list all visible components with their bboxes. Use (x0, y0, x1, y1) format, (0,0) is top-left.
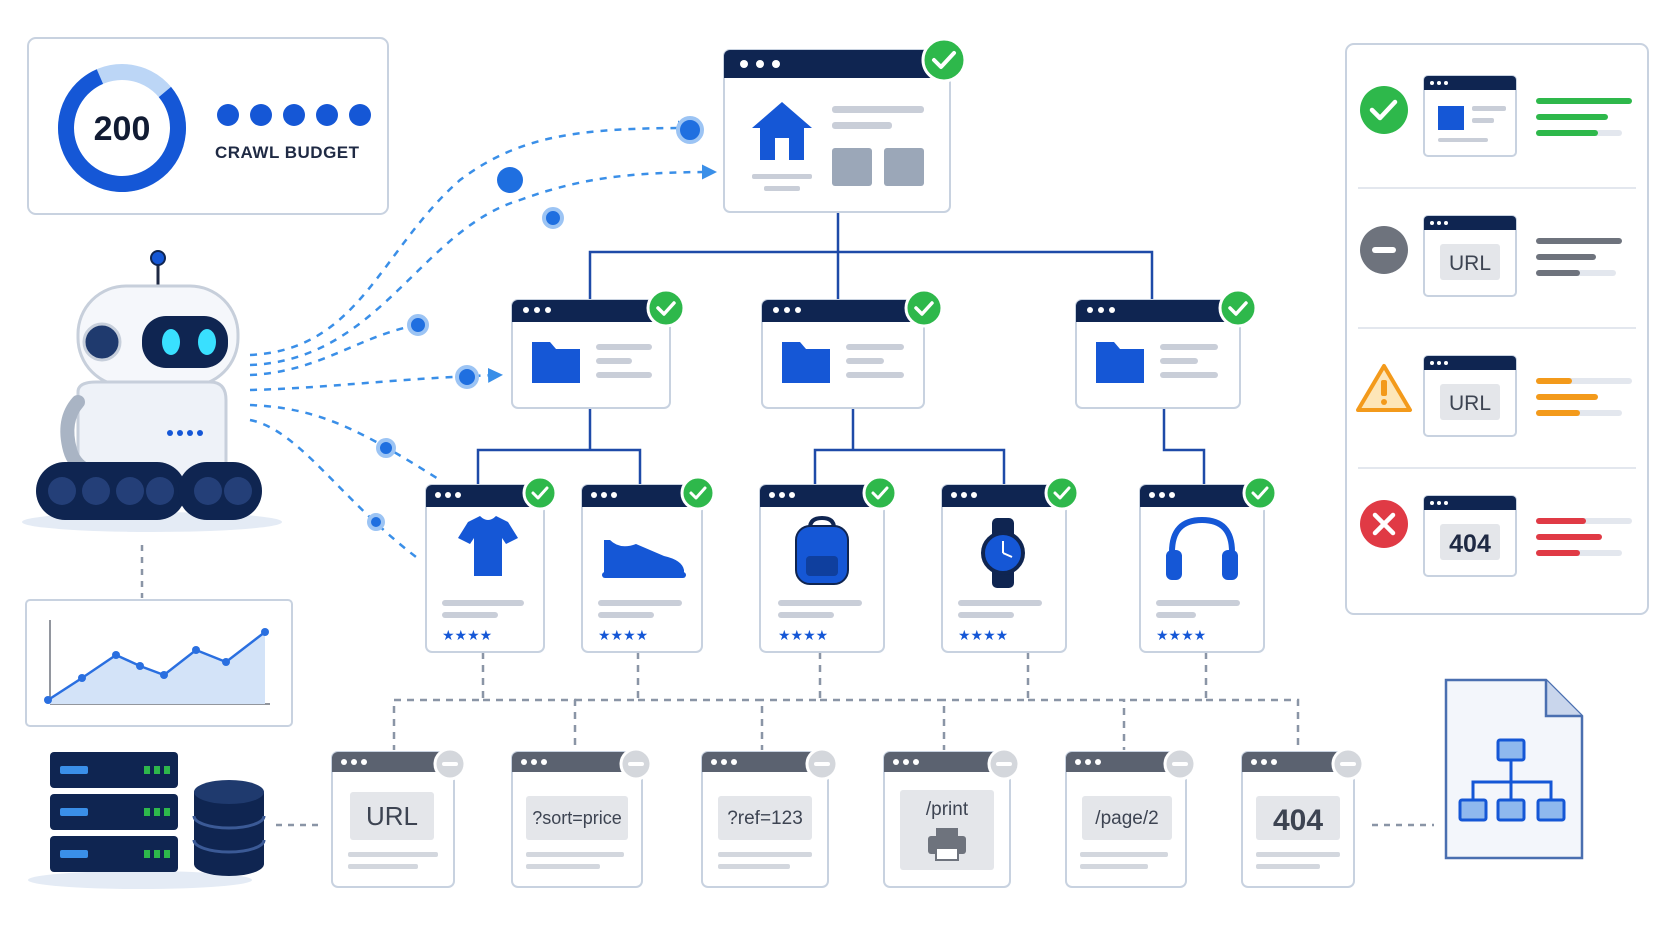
check-circle-icon (646, 288, 686, 328)
low-value-page-ref[interactable]: ?ref=123 (701, 747, 839, 888)
minus-circle-icon (805, 747, 839, 781)
product-page-sneaker[interactable]: ★★★★ (581, 475, 716, 653)
crawl-budget-value: 200 (94, 110, 151, 148)
legend-row-excluded: URL (1360, 215, 1622, 297)
product-page-headphones[interactable]: ★★★★ (1139, 475, 1278, 653)
low-value-page-label: URL (366, 801, 418, 831)
low-value-page-sort[interactable]: ?sort=price (511, 747, 653, 888)
low-value-page-pagination[interactable]: /page/2 (1065, 747, 1197, 888)
folder-icon (532, 342, 580, 383)
minus-circle-icon (1360, 226, 1408, 274)
rating-stars: ★★★★ (598, 627, 648, 643)
tree-connectors (476, 212, 1206, 485)
minus-circle-icon (433, 747, 467, 781)
product-page-tshirt[interactable]: ★★★★ (425, 475, 558, 653)
legend-row-indexed (1360, 75, 1632, 157)
low-value-page-label: ?ref=123 (727, 808, 803, 829)
check-circle-icon (904, 288, 944, 328)
check-circle-icon (522, 475, 558, 511)
headphones-icon (1166, 516, 1238, 580)
crawl-budget-label: CRAWL BUDGET (215, 143, 360, 162)
category-page-3[interactable] (1075, 288, 1258, 409)
minus-circle-icon (619, 747, 653, 781)
crawl-budget-card: 200 CRAWL BUDGET (27, 37, 389, 215)
server-rack (28, 752, 252, 889)
legend-page-label: 404 (1449, 530, 1491, 558)
rating-stars: ★★★★ (958, 627, 1008, 643)
watch-icon (981, 518, 1025, 588)
legend-row-warning: URL (1356, 355, 1632, 437)
home-page-card[interactable] (723, 37, 967, 213)
legend-page-label: URL (1449, 252, 1491, 275)
folder-icon (782, 342, 830, 383)
low-value-page-label: /page/2 (1095, 808, 1158, 829)
check-circle-icon (1044, 475, 1080, 511)
home-icon (752, 102, 812, 160)
sneaker-icon (602, 540, 686, 578)
minus-circle-icon (987, 747, 1021, 781)
low-value-page-url[interactable]: URL (331, 747, 467, 888)
crawl-budget-dots (217, 104, 371, 126)
product-page-backpack[interactable]: ★★★★ (759, 475, 898, 653)
warning-triangle-icon (1356, 364, 1412, 412)
check-circle-icon (1360, 86, 1408, 134)
check-circle-icon (1218, 288, 1258, 328)
folder-icon (1096, 342, 1144, 383)
category-page-2[interactable] (761, 288, 944, 409)
check-circle-icon (862, 475, 898, 511)
check-circle-icon (921, 37, 967, 83)
low-value-page-label: ?sort=price (532, 808, 622, 828)
check-circle-icon (680, 475, 716, 511)
legend-page-label: URL (1449, 392, 1491, 415)
x-circle-icon (1360, 500, 1408, 548)
database-icon (192, 780, 266, 876)
printer-icon (928, 828, 966, 861)
tshirt-icon (458, 516, 518, 576)
rating-stars: ★★★★ (1156, 627, 1206, 643)
low-value-page-label: 404 (1273, 804, 1323, 837)
rating-stars: ★★★★ (442, 627, 492, 643)
low-value-connectors (392, 652, 1300, 750)
product-page-watch[interactable]: ★★★★ (941, 475, 1080, 653)
check-circle-icon (1242, 475, 1278, 511)
minus-circle-icon (1163, 747, 1197, 781)
rating-stars: ★★★★ (778, 627, 828, 643)
backpack-icon (795, 515, 849, 585)
legend-row-error: 404 (1360, 495, 1632, 577)
low-value-page-label: /print (926, 799, 969, 820)
minus-circle-icon (1331, 747, 1365, 781)
status-legend-panel: URL URL (1345, 43, 1649, 615)
category-page-1[interactable] (511, 288, 686, 409)
low-value-page-print[interactable]: /print (883, 747, 1021, 888)
trend-line-chart (25, 599, 293, 727)
crawl-path-nodes (367, 116, 704, 531)
low-value-page-404[interactable]: 404 (1241, 747, 1365, 888)
sitemap-file-icon (1444, 678, 1584, 860)
crawler-robot (22, 250, 282, 532)
